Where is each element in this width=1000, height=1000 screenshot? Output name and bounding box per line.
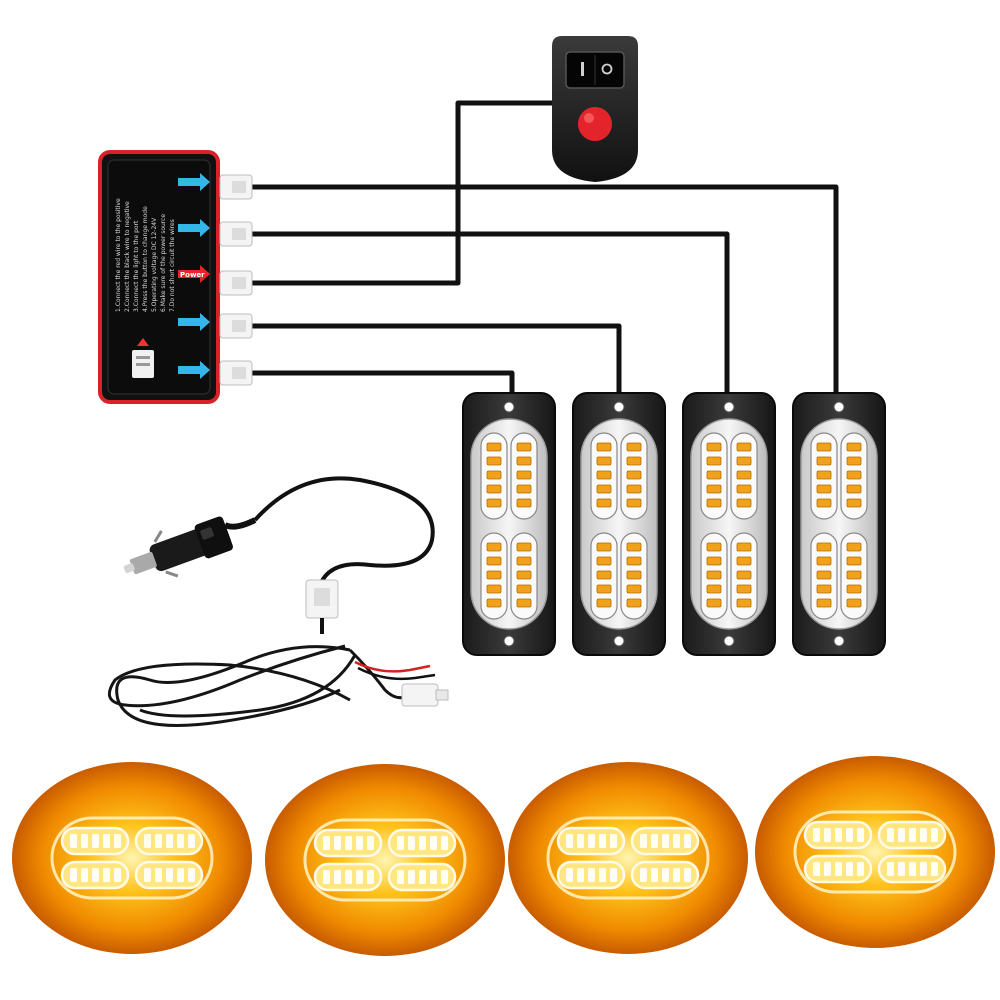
cable-connector	[401, 683, 439, 707]
glowing-light	[12, 762, 252, 954]
controller-print: 1.Connect the red wire to the positive 2…	[115, 198, 176, 312]
port-arrows: Power	[178, 173, 210, 379]
warning-sticker-icon	[132, 338, 154, 378]
lit-lights	[12, 756, 995, 956]
light-heads	[462, 392, 886, 656]
glowing-light	[755, 756, 995, 948]
glowing-led-pod	[60, 860, 130, 890]
glowing-led-pod	[387, 862, 457, 892]
wire-port-1	[252, 184, 839, 393]
print-line: 7.Do not short circuit the wires	[169, 219, 176, 312]
led-pod	[700, 432, 728, 520]
led-pod	[700, 532, 728, 620]
led-pod	[480, 432, 508, 520]
print-line: 6.Make sure of the power source	[160, 214, 167, 312]
light-head	[572, 392, 666, 656]
glowing-led-pod	[387, 828, 457, 858]
wire-switch	[252, 100, 552, 286]
wire-port-4	[252, 323, 622, 393]
glowing-led-pod	[803, 854, 873, 884]
led-pod	[510, 532, 538, 620]
switch-button	[578, 107, 612, 141]
arrow-port-5-icon	[178, 361, 210, 379]
glowing-led-pod	[877, 854, 947, 884]
arrow-port-2-icon	[178, 219, 210, 237]
cigarette-lighter-plug-icon	[123, 476, 435, 634]
light-head	[462, 392, 556, 656]
glowing-led-pod	[134, 860, 204, 890]
glowing-led-pod	[877, 820, 947, 850]
led-pod	[730, 432, 758, 520]
glowing-led-pod	[134, 826, 204, 856]
harness-wires	[252, 100, 839, 393]
led-pod	[810, 532, 838, 620]
glowing-light	[265, 764, 505, 956]
led-pod	[590, 532, 618, 620]
controller-box: 1.Connect the red wire to the positive 2…	[98, 150, 253, 404]
led-pod	[510, 432, 538, 520]
print-line: 2.Connect the black wire to negative	[124, 201, 131, 312]
light-head	[792, 392, 886, 656]
print-line: 3.Connect the light to the port	[133, 220, 140, 312]
glowing-led-pod	[803, 820, 873, 850]
power-tag: Power	[180, 271, 205, 279]
glowing-led-pod	[556, 860, 626, 890]
arrow-port-4-icon	[178, 313, 210, 331]
glowing-light	[508, 762, 748, 954]
wire-port-2	[252, 231, 730, 393]
led-pod	[810, 432, 838, 520]
light-head	[682, 392, 776, 656]
led-pod	[730, 532, 758, 620]
glowing-led-pod	[630, 860, 700, 890]
print-line: 4.Press the button to change mode	[142, 206, 149, 312]
led-pod	[590, 432, 618, 520]
rocker-switch-icon	[552, 36, 638, 182]
led-pod	[840, 532, 868, 620]
print-line: 1.Connect the red wire to the positive	[115, 198, 122, 312]
glowing-led-pod	[630, 826, 700, 856]
glowing-led-pod	[313, 862, 383, 892]
port-connectors	[219, 174, 253, 386]
glowing-led-pod	[556, 826, 626, 856]
glowing-led-pod	[313, 828, 383, 858]
led-pod	[480, 532, 508, 620]
arrow-power-icon	[178, 265, 210, 283]
glowing-led-pod	[60, 826, 130, 856]
wire-port-5	[252, 370, 515, 393]
power-cable-icon	[107, 644, 449, 728]
print-line: 5.Operating voltage DC 12-24V	[151, 217, 158, 312]
led-pod	[620, 432, 648, 520]
led-pod	[840, 432, 868, 520]
arrow-port-1-icon	[178, 173, 210, 191]
led-pod	[620, 532, 648, 620]
